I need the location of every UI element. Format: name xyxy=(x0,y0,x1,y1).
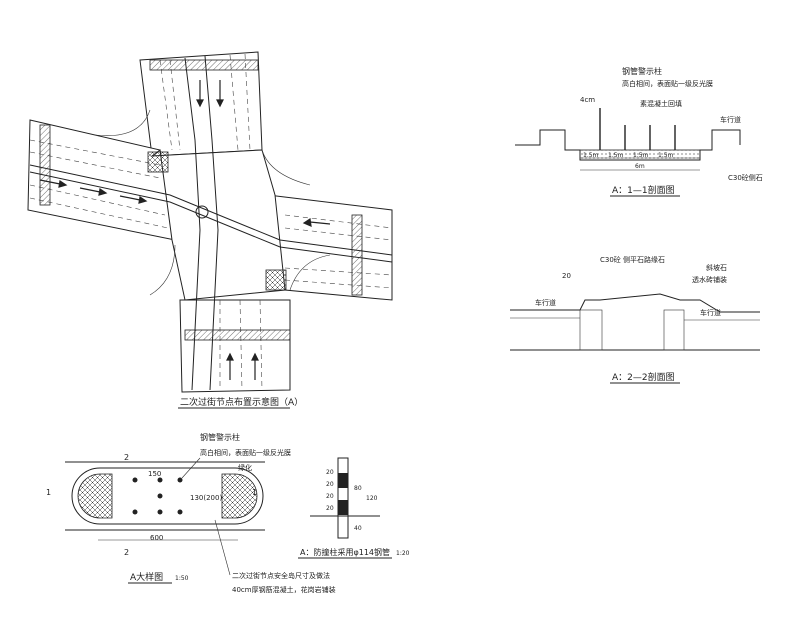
section-1-1-poles xyxy=(599,108,676,150)
detail-a-green-note: 绿化 xyxy=(238,463,252,472)
median-north-south-right xyxy=(204,55,219,391)
section-2-2-right-road: 车行道 xyxy=(700,308,721,317)
section-2-2-curb-right xyxy=(663,309,685,351)
plan-caption: 二次过街节点布置示意图（A） xyxy=(180,396,303,408)
pole-detail: 20 20 20 20 80 120 40 A：防撞柱采用φ114钢管 1:20 xyxy=(298,457,410,559)
corner-sw xyxy=(149,244,176,296)
island-green-right xyxy=(221,473,258,519)
detail-a-dim-length: 600 xyxy=(150,534,163,542)
detail-a-pole-note: 钢管警示柱 xyxy=(200,432,240,442)
section-mark-2-top: 2 xyxy=(124,453,129,462)
refuge-island-nw xyxy=(147,151,169,173)
detail-marker-a xyxy=(195,205,209,219)
crosswalks xyxy=(39,59,363,341)
dim-3: 1.5m xyxy=(633,152,649,159)
section-mark-1-left: 1 xyxy=(46,488,51,497)
section-2-2-curb-left xyxy=(579,309,603,351)
pole-detail-scale: 1:20 xyxy=(396,550,410,557)
section-2-2-left-road: 车行道 xyxy=(535,298,556,307)
crosswalk-north xyxy=(149,59,259,71)
intersection-plan: 二次过街节点布置示意图（A） xyxy=(27,51,393,409)
section-1-1-title: A：1—1剖面图 xyxy=(612,184,675,196)
corner-se xyxy=(289,254,331,291)
corner-ne xyxy=(261,149,311,186)
detail-a-dim-150: 150 xyxy=(148,470,161,478)
section-1-1-curb-label: C30砼侧石 xyxy=(728,173,763,182)
section-1-1-fill xyxy=(579,149,701,161)
section-1-1-dim-top: 4cm xyxy=(580,96,595,104)
pole-detail-title: A：防撞柱采用φ114钢管 xyxy=(300,547,390,557)
dim-2: 1.5m xyxy=(608,152,624,159)
detail-a: 150 130(200) 600 1 1 2 2 钢管警示柱 高白相间，表面贴一… xyxy=(46,432,336,594)
detail-a-title: A大样图 xyxy=(130,571,163,583)
detail-a-bottom-note-2: 40cm厚钢筋混凝土，花岗岩铺装 xyxy=(232,585,336,594)
pole-dim-40: 40 xyxy=(354,525,362,532)
section-1-1-dims: 1.5m 1.5m 1.5m 1.5m 6m xyxy=(580,152,700,171)
pole-band-1 xyxy=(338,473,348,488)
section-2-2-profile xyxy=(510,293,760,313)
pole-band-2 xyxy=(338,500,348,515)
median-west-east xyxy=(29,164,393,256)
pole-body xyxy=(337,457,349,539)
road-south-arm xyxy=(179,299,291,393)
lane-markings xyxy=(29,53,393,391)
section-1-1-pole-detail: 高白相间，表面贴一级反光膜 xyxy=(622,79,713,88)
section-2-2-pavement-label: 透水砖铺装 xyxy=(692,275,727,284)
section-1-1-pole-note: 钢管警示柱 xyxy=(622,66,662,76)
section-2-2-title: A：2—2剖面图 xyxy=(612,371,675,383)
refuge-island-se xyxy=(265,269,287,291)
road-central xyxy=(150,149,286,301)
island-green-left xyxy=(77,473,113,519)
median-west-east-2 xyxy=(29,171,393,263)
pole-dim-1: 20 xyxy=(326,469,334,476)
island-poles xyxy=(132,477,183,515)
section-1-1: 钢管警示柱 高白相间，表面贴一级反光膜 素混凝土回填 4cm 车行道 C30砼侧… xyxy=(515,66,763,197)
corner-nw xyxy=(94,109,151,136)
detail-a-dim-width: 130(200) xyxy=(190,494,222,502)
dim-total: 6m xyxy=(635,163,645,170)
median-north-south-left xyxy=(184,57,201,391)
pole-dim-120: 120 xyxy=(366,495,378,502)
pole-dim-4: 20 xyxy=(326,505,334,512)
dim-4: 1.5m xyxy=(658,152,674,159)
section-1-1-fill-note: 素混凝土回填 xyxy=(640,99,682,108)
island-outline xyxy=(71,467,264,525)
pole-dim-2: 20 xyxy=(326,481,334,488)
detail-a-bottom-note: 二次过街节点安全岛尺寸及做法 xyxy=(232,571,330,580)
detail-a-pole-detail: 高白相间，表面贴一级反光膜 xyxy=(200,448,291,457)
section-2-2-dim-20: 20 xyxy=(562,272,571,280)
section-2-2-slope-label: 斜坡石 xyxy=(706,263,727,272)
dim-1: 1.5m xyxy=(583,152,599,159)
pole-dim-80: 80 xyxy=(354,485,362,492)
section-mark-2-bottom: 2 xyxy=(124,548,129,557)
lane-arrows xyxy=(39,80,331,380)
section-2-2-curb-label: C30砼 侧平石路缘石 xyxy=(600,255,665,264)
crosswalk-east xyxy=(351,214,363,296)
pole-dim-3: 20 xyxy=(326,493,334,500)
section-2-2: 车行道 车行道 C30砼 侧平石路缘石 斜坡石 透水砖铺装 20 A：2—2剖面… xyxy=(510,255,760,384)
crosswalk-west xyxy=(39,124,51,206)
section-mark-1-right: 1 xyxy=(252,488,257,497)
section-1-1-road-label: 车行道 xyxy=(720,115,741,124)
crosswalk-south xyxy=(184,329,291,341)
detail-a-scale: 1:50 xyxy=(175,575,189,582)
